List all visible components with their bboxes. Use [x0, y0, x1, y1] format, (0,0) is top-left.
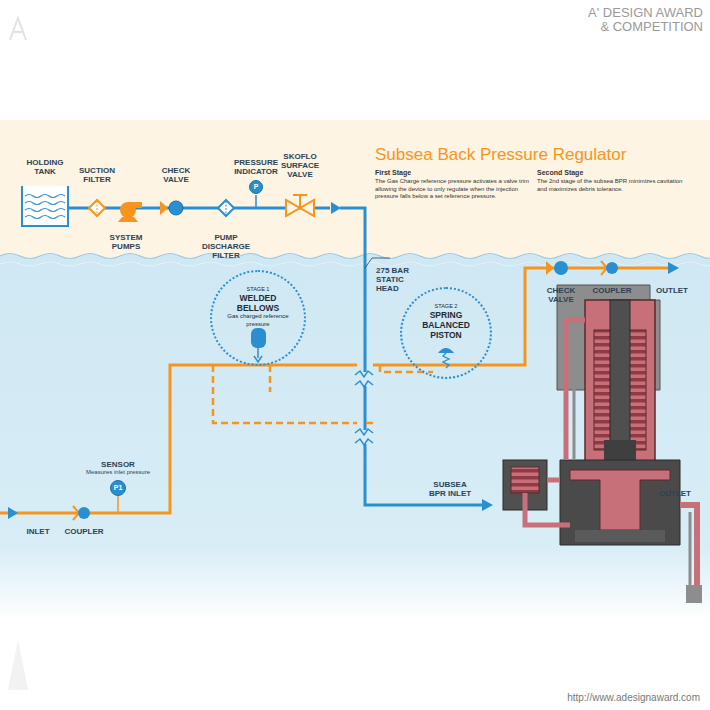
stage-name: SPRING BALANCED PISTON — [409, 310, 483, 340]
stage-name: WELDED BELLOWS — [219, 293, 297, 313]
part-label: HOLDING TANK — [25, 158, 65, 176]
sea-water — [0, 254, 710, 621]
gauge-letter: P1 — [114, 484, 123, 492]
check-valve — [546, 261, 568, 275]
surface-band — [0, 120, 710, 260]
part-label: SUBSEA BPR INLET — [425, 480, 475, 498]
bpr-device — [503, 285, 702, 603]
watermark: A' DESIGN AWARD — [403, 6, 703, 20]
diagram-title: Subsea Back Pressure Regulator — [375, 145, 626, 164]
part-label: CHECK VALVE — [541, 286, 581, 304]
pipe-break — [355, 371, 373, 445]
gauge-label: SENSOR — [101, 460, 135, 469]
part-label: PUMP DISCHARGE FILTER — [201, 233, 251, 260]
stage-number: STAGE 2 — [435, 303, 458, 310]
part-label: CHECK VALVE — [156, 166, 196, 184]
flow-arrow — [331, 202, 341, 214]
part-label: COUPLER — [590, 286, 634, 295]
gauge-circle: P1 — [110, 480, 126, 496]
filter-symbol — [218, 200, 234, 216]
stage-callout: STAGE 1WELDED BELLOWSGas charged referen… — [210, 270, 306, 366]
part-label: OUTLET — [652, 286, 692, 295]
part-label: 275 BAR STATIC HEAD — [376, 266, 416, 293]
part-label: SYSTEM PUMPS — [104, 233, 148, 251]
filter-symbol — [89, 200, 105, 216]
surface-pipe — [68, 208, 482, 505]
piston-icon — [438, 348, 454, 368]
stage-callout: STAGE 2SPRING BALANCED PISTON — [400, 287, 492, 379]
gauge-label: PRESSURE INDICATOR — [231, 158, 281, 176]
watermark: & COMPETITION — [403, 20, 703, 34]
stage-number: STAGE 1 — [247, 286, 270, 293]
internal-path — [213, 365, 433, 423]
gauge-circle: P — [249, 180, 263, 194]
flow-arrow — [482, 499, 493, 511]
part-label: OUTLET — [655, 489, 695, 498]
part-label: COUPLER — [62, 527, 106, 536]
gauge-letter: P — [254, 183, 259, 191]
inlet-sensor: SENSORMeasures inlet pressureP1 — [83, 460, 153, 496]
bellows-icon — [251, 328, 266, 362]
surface-valve — [286, 195, 314, 216]
gauge-stem — [255, 195, 257, 208]
check-valve — [160, 201, 183, 215]
section-text: The 2nd stage of the subsea BPR minimize… — [537, 178, 687, 193]
logo-mark — [10, 18, 26, 40]
part-label: SUCTION FILTER — [77, 166, 117, 184]
logo-mark — [8, 640, 28, 690]
sea-surface — [0, 254, 710, 259]
watermark-url: http://www.adesignaward.com — [400, 692, 700, 704]
section-heading: First Stage — [375, 168, 535, 177]
flow-arrow — [668, 262, 679, 274]
gauge-note: Measures inlet pressure — [86, 469, 150, 476]
section-heading: Second Stage — [537, 168, 697, 177]
section-text: The Gas Charge reference pressure activa… — [375, 178, 533, 201]
flow-arrow — [8, 507, 18, 519]
sensor-stem — [117, 496, 119, 513]
coupler-symbol — [73, 506, 90, 520]
stage-note: Gas charged reference pressure — [219, 313, 297, 328]
part-label: SKOFLO SURFACE VALVE — [278, 152, 322, 179]
holding-tank — [22, 186, 68, 226]
coupler-symbol — [601, 261, 618, 275]
part-label: INLET — [23, 527, 53, 536]
pressure-indicator: PRESSURE INDICATOR P — [231, 158, 281, 194]
pump-symbol — [118, 202, 142, 222]
